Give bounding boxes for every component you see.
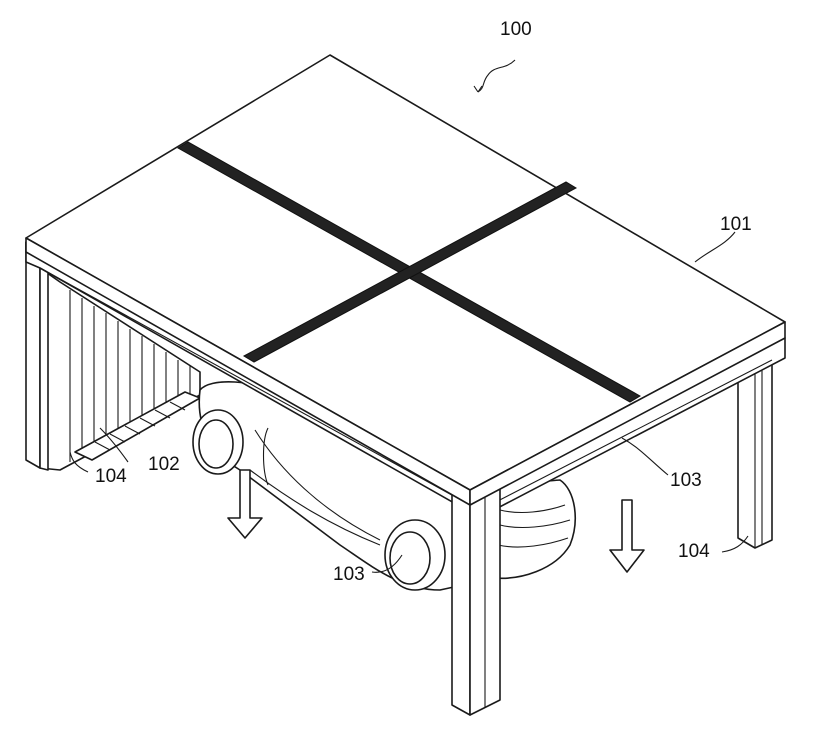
label-101: 101 [720,214,752,235]
label-103-right: 103 [670,470,702,491]
down-arrow-right [609,499,645,573]
roof-grooves [177,141,641,403]
down-arrow-left [227,469,263,539]
label-102: 102 [148,454,180,475]
label-104-right: 104 [678,541,710,562]
left-back-post [25,241,49,471]
front-corner-post [451,487,501,716]
label-104-left: 104 [95,466,127,487]
left-slatted-wall [39,267,201,471]
label-103-left: 103 [333,564,365,585]
label-100: 100 [500,19,532,40]
leader-lines [69,59,749,573]
